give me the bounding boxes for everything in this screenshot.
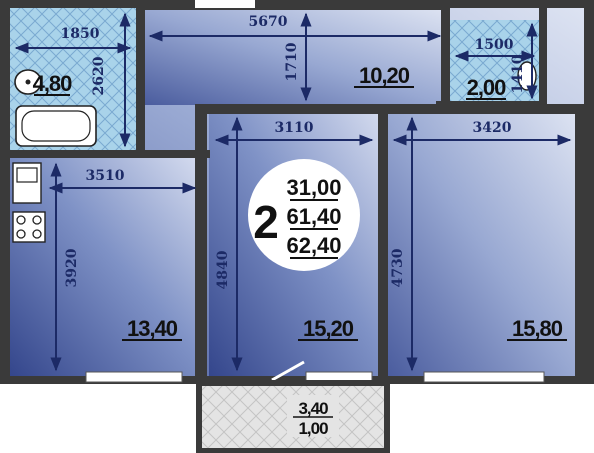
total-area-with-balcony: 62,40	[286, 233, 341, 258]
mid-right-wall	[378, 104, 388, 376]
right-bedroom-room	[387, 112, 575, 376]
summary-circle	[248, 159, 360, 271]
balcony-area-reduced: 1,00	[298, 419, 328, 438]
entrance-opening	[195, 0, 255, 8]
bathtub-icon	[15, 105, 97, 147]
dim-bath-width: 1850	[61, 26, 100, 42]
total-area: 61,40	[286, 204, 341, 229]
stove-burner-1-icon	[16, 215, 26, 225]
wc-wall-left	[441, 8, 450, 112]
area-middle-bedroom: 15,20	[303, 316, 354, 341]
dim-wc-height: 1410	[510, 54, 526, 93]
kitchen-top-wall	[10, 150, 210, 158]
bathtub-inner-icon	[21, 110, 91, 142]
balcony-door	[271, 360, 305, 382]
right-outer-wall	[575, 104, 585, 376]
room-count: 2	[253, 196, 279, 248]
dim-right-height: 4730	[390, 248, 406, 287]
kitchen-mid-wall	[195, 104, 207, 376]
area-kitchen: 13,40	[127, 316, 178, 341]
area-right-bedroom: 15,80	[512, 316, 563, 341]
dim-mid-width: 3110	[275, 120, 314, 136]
dim-wc-width: 1500	[475, 37, 514, 53]
living-area: 31,00	[286, 175, 341, 200]
right-top-wall	[378, 104, 583, 114]
dim-hall-depth: 1710	[284, 42, 300, 81]
dimension-lines	[14, 12, 572, 372]
balcony-area: 3,40	[298, 399, 328, 418]
dim-kitchen-width: 3510	[86, 168, 125, 184]
dim-right-width: 3420	[473, 120, 512, 136]
dim-kitchen-height: 3920	[64, 248, 80, 287]
area-wc: 2,00	[467, 75, 507, 100]
bathroom-wall-right	[136, 8, 145, 158]
balcony-label-bg	[287, 395, 339, 437]
stove-burner-2-icon	[32, 215, 42, 225]
mid-top-wall	[195, 104, 387, 114]
stove-burner-4-icon	[32, 229, 42, 239]
wc-wall-right	[539, 8, 547, 112]
kitchen-sink-icon	[12, 162, 42, 204]
kitchen-sink-basin-icon	[16, 167, 38, 183]
dim-bath-height: 2620	[91, 56, 107, 95]
dim-hall-width: 5670	[249, 14, 288, 30]
stove-icon	[12, 211, 46, 243]
right-window	[423, 371, 545, 383]
area-bathroom: 4,80	[33, 71, 73, 96]
hall-wall-gap	[142, 0, 447, 10]
stove-burner-3-icon	[16, 229, 26, 239]
dim-mid-height: 4840	[215, 250, 231, 289]
sink-drain-icon	[25, 79, 31, 85]
hall-room	[142, 10, 447, 105]
kitchen-window	[85, 371, 183, 383]
area-hall: 10,20	[359, 63, 410, 88]
